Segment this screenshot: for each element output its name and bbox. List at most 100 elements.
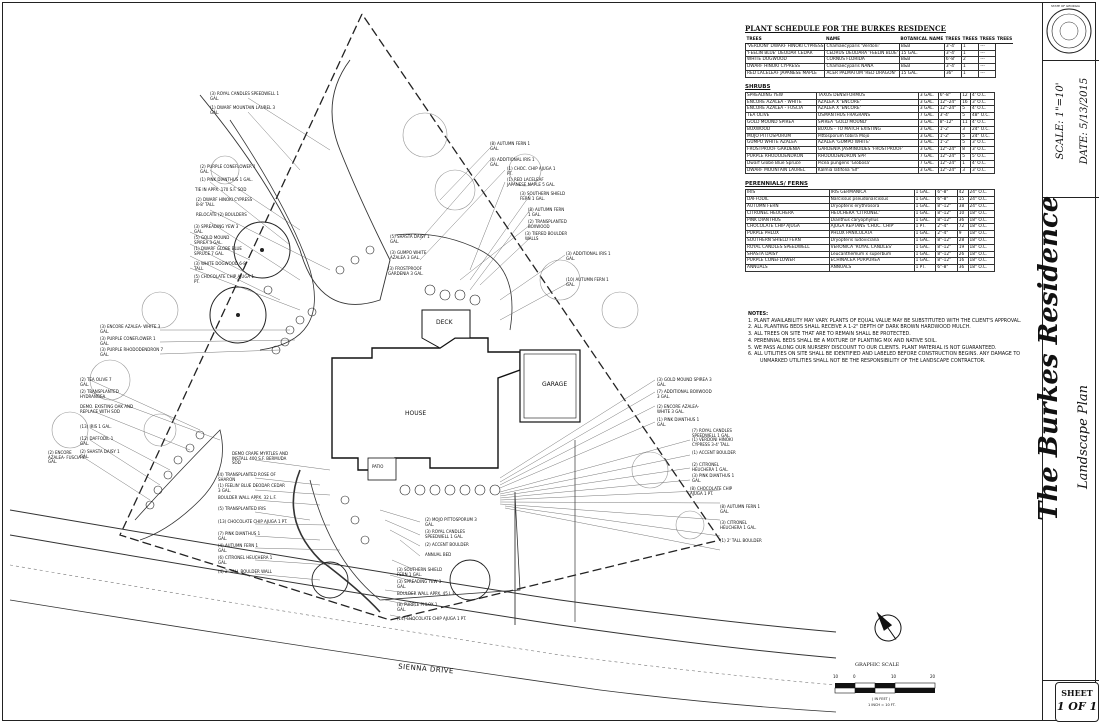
table-cell: 18" O.C. bbox=[967, 209, 996, 218]
table-cell: 1 GAL. bbox=[913, 196, 937, 204]
table-cell: 5 bbox=[960, 139, 971, 148]
plant-callout: (5) GOLD MOUND SPIREA 3 GAL. bbox=[194, 235, 230, 245]
table-cell: 18" O.C. bbox=[967, 216, 996, 225]
table-cell: 9 bbox=[956, 230, 969, 238]
table-cell: Dryopteris erythrosora bbox=[828, 202, 915, 211]
plant-callout: (5) SHASTA DAISY 1 GAL. bbox=[390, 234, 430, 244]
table-cell: SOUTHERN SHIELD FERN bbox=[745, 236, 830, 245]
table-cell: 16 bbox=[956, 257, 969, 266]
table-cell: 2 bbox=[961, 56, 980, 65]
table-cell: Dwarf Globe Blue Spruce bbox=[745, 159, 817, 168]
note-item: 3. ALL TREES ON SITE THAT ARE TO REMAIN … bbox=[748, 332, 911, 338]
plant-callout: (8) AUTUMN FERN 1 GAL. bbox=[720, 504, 761, 514]
table-cell: ENCORE AZALEA - WHITE bbox=[745, 98, 817, 107]
table-cell: 24" O.C. bbox=[967, 189, 996, 198]
table-cell: 1 GAL. bbox=[913, 257, 937, 266]
plant-callout: (2) CITRONEL HEUCHERA 1 GAL. bbox=[692, 462, 729, 472]
scale-note-ratio: 1 INCH = 10 FT. bbox=[868, 703, 896, 707]
table-cell: FROSTPROOF GARDENIA bbox=[745, 146, 817, 154]
table-cell: 8"-12" bbox=[935, 202, 958, 211]
plant-callout: (1) PINK DIANTHUS 1 GAL. bbox=[200, 177, 253, 182]
tree-canopy bbox=[311, 561, 349, 599]
house-footprint bbox=[331, 337, 521, 471]
table-cell: B&B bbox=[898, 56, 945, 65]
table-cell: 3 GAL. bbox=[917, 146, 939, 154]
plant-callout: (3) GOLD MOUND SPIREA 3 GAL. bbox=[657, 377, 712, 387]
notes-list: 1. PLANT AVAILABILITY MAY VARY. PLANTS O… bbox=[748, 319, 1038, 366]
table-cell: 4' O.C. bbox=[969, 105, 996, 114]
table-cell: AZALEA X 'ENCORE' bbox=[815, 105, 919, 114]
plant-callout: (2) TEA OLIVE 7 GAL. bbox=[80, 377, 112, 387]
table-cell: Picea pungens 'Globosa' bbox=[815, 159, 919, 168]
note-item: 1. PLANT AVAILABILITY MAY VARY. PLANTS O… bbox=[748, 318, 1022, 324]
deck-outline bbox=[421, 309, 471, 349]
table-cell: ANNUALS bbox=[745, 264, 830, 272]
table-cell: 3 GAL. bbox=[917, 132, 939, 141]
note-item: UNMARKED UTILITIES SHALL NOT BE THE RESP… bbox=[760, 358, 986, 364]
table-cell: 5' O.C. bbox=[969, 152, 996, 161]
table-cell: 10 bbox=[956, 209, 969, 218]
plant-callout: BOULDER WALL APPX. 32 L.F. bbox=[218, 495, 277, 500]
table-cell: RED LACELEAF JAPANESE MAPLE bbox=[744, 69, 826, 78]
shrubs-heading: SHRUBS bbox=[745, 83, 771, 90]
deck-label: DECK bbox=[436, 319, 453, 326]
table-cell: 3'-4' bbox=[943, 49, 963, 58]
table-cell: 1 GAL. bbox=[913, 209, 937, 218]
plant-callout: (3) PURPLE CONEFLOWER 1 GAL. bbox=[100, 336, 156, 346]
table-cell: 36 bbox=[956, 264, 969, 272]
table-cell: GUMPO WHITE AZALEA bbox=[745, 139, 817, 148]
plant-callout: (5) TRANSPLANTED IRIS bbox=[218, 506, 266, 511]
table-cell: TAXUS DENSIFORMUS bbox=[815, 91, 919, 100]
plant-callout: (2) SHASTA DAISY 1 GAL. bbox=[80, 449, 120, 459]
plant-callout: (6) CITRONEL HEUCHERA 1 GAL. bbox=[218, 555, 273, 565]
table-cell: SPREADING YEW bbox=[745, 91, 817, 100]
table-cell: 5 bbox=[960, 105, 971, 114]
table-cell: 3' O.C. bbox=[969, 139, 996, 148]
professional-seal bbox=[1046, 8, 1092, 54]
plant-callout: (5) CHOCOLATE CHIP AJUGA 1 PT. bbox=[194, 274, 254, 284]
table-cell: 12 bbox=[960, 91, 971, 100]
table-cell: 1 GAL. bbox=[913, 230, 937, 238]
table-header-cell: TREES bbox=[944, 37, 962, 44]
sheet-number-box: SHEET 1 OF 1 bbox=[1055, 682, 1099, 722]
table-cell: 5 bbox=[960, 112, 971, 120]
table-cell: 1 GAL. bbox=[913, 236, 937, 245]
table-cell: IRIS bbox=[745, 189, 830, 198]
table-cell: 18" O.C. bbox=[967, 243, 996, 252]
table-cell: 18" O.C. bbox=[967, 257, 996, 266]
table-cell: ENCORE AZALEA - FUSCIA bbox=[745, 105, 817, 114]
garage-footprint bbox=[519, 349, 581, 423]
table-cell: Chamaecyparis NANA bbox=[824, 63, 900, 71]
table-cell: 8 bbox=[960, 146, 971, 154]
note-item: 2. ALL PLANTING BEDS SHALL RECEIVE A 1-2… bbox=[748, 325, 971, 331]
plant-callout: (3) SPREADING YEW 3 GAL. bbox=[194, 224, 239, 234]
table-cell: 6"-8" bbox=[935, 264, 958, 272]
table-cell: 18" O.C. bbox=[967, 223, 996, 232]
plant-callout: (4) TRANSPLANTED ROSE OF SHARON bbox=[218, 472, 276, 482]
notes-block: NOTES: 1. PLANT AVAILABILITY MAY VARY. P… bbox=[748, 312, 1038, 366]
table-cell: --- bbox=[978, 63, 997, 71]
table-cell: Pittosporum tobira Mojo bbox=[815, 132, 919, 141]
plant-callout: (1) DWARF GLOBE BLUE SPRUCE 7 GAL. bbox=[194, 246, 242, 256]
street-curb-1 bbox=[9, 509, 837, 633]
table-cell: CITRONEL HEUCHERA bbox=[745, 209, 830, 218]
table-cell: 11 bbox=[960, 118, 971, 127]
table-cell: 12"-24" bbox=[937, 98, 962, 107]
table-cell: 1 bbox=[961, 63, 980, 71]
plant-callout: (14) CHOCOLATE CHIP AJUGA 1 PT. bbox=[397, 616, 467, 621]
table-cell: Narcissus pseudonarcissus bbox=[828, 196, 915, 204]
table-cell: BOXWOOD bbox=[745, 125, 817, 134]
table-cell: 8"-12" bbox=[935, 250, 958, 259]
table-cell: --- bbox=[978, 69, 997, 78]
table-cell: 16 bbox=[960, 98, 971, 107]
table-cell: DWARF HINOKI CYPRESS bbox=[744, 63, 826, 71]
